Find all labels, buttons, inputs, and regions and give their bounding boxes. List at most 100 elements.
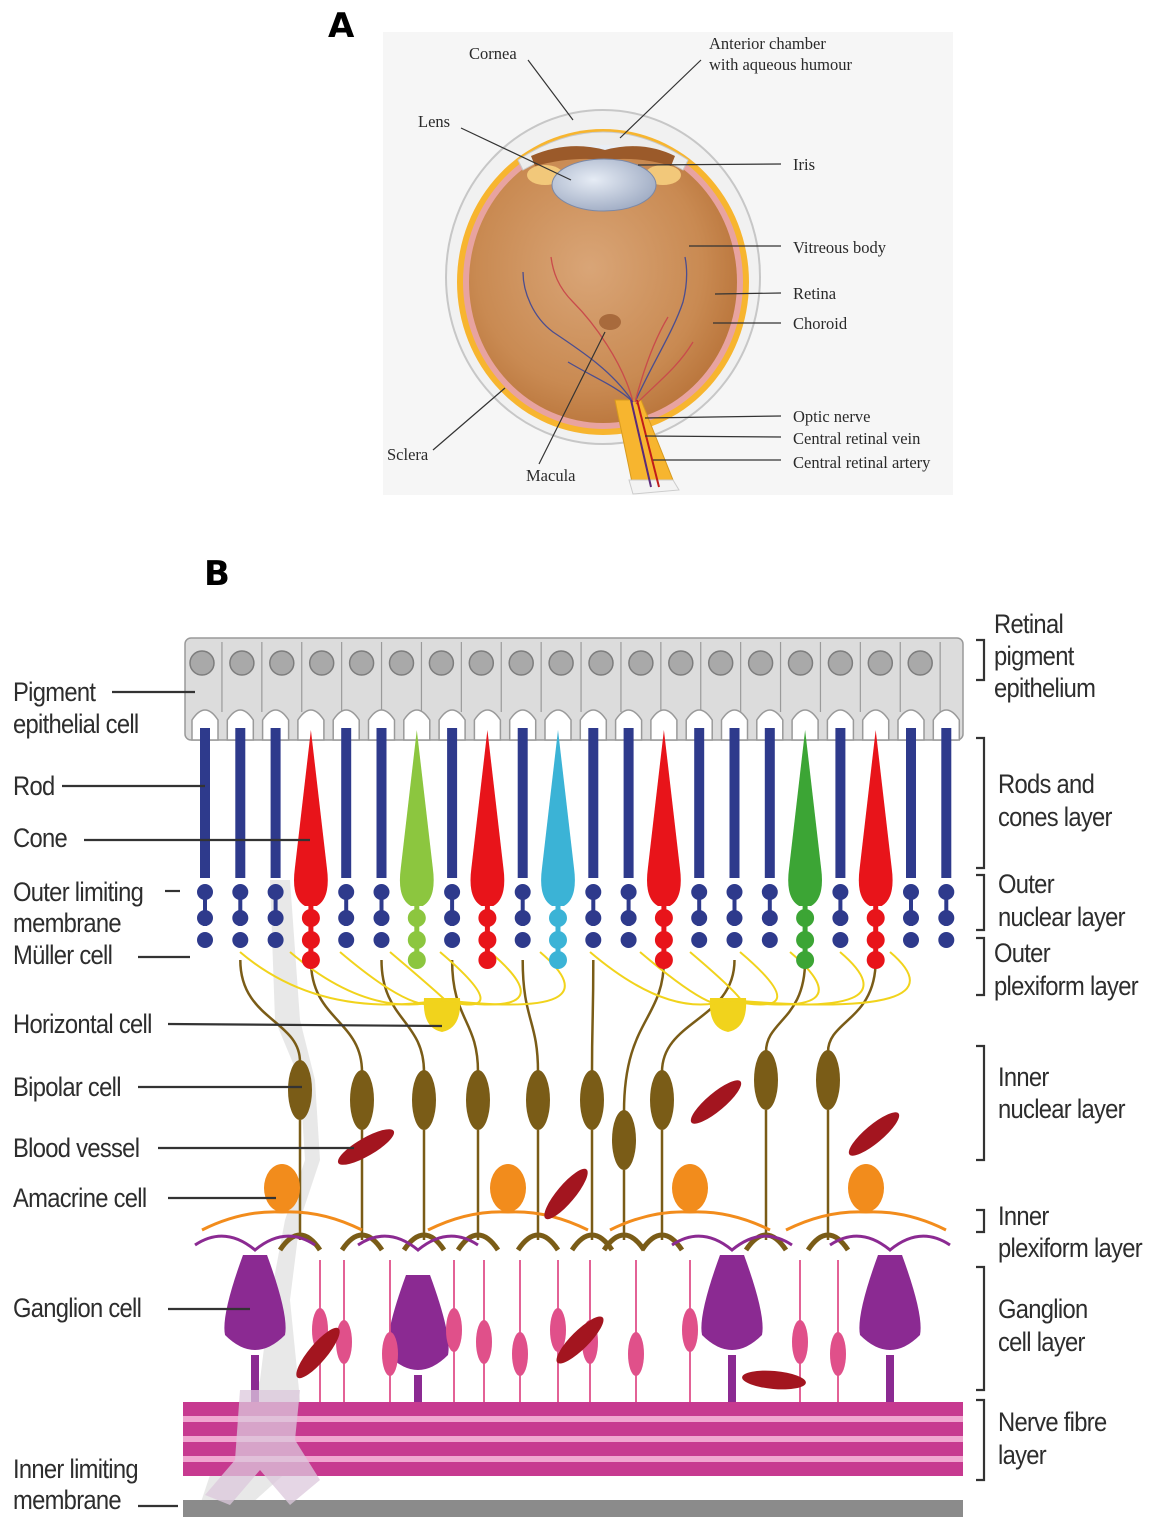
- rod-cell-body: [197, 910, 213, 926]
- label-amacrine-cell: Amacrine cell: [13, 1182, 146, 1214]
- rod-nucleus: [727, 884, 743, 900]
- label-inner-nuclear-2: nuclear layer: [998, 1093, 1125, 1125]
- label-rods-cones-1: Rods and: [998, 768, 1094, 800]
- cone-inner-segment: [471, 868, 505, 906]
- bipolar-dendrite: [523, 960, 538, 1072]
- label-sclera: Sclera: [387, 444, 428, 465]
- bipolar-terminal: [518, 1235, 558, 1250]
- cone-cell-body: [408, 931, 426, 949]
- amacrine-process: [202, 1212, 362, 1230]
- rod-outer-segment: [730, 728, 740, 878]
- label-pigment-epithelial-cell-2: epithelial cell: [13, 708, 138, 740]
- label-central-retinal-vein: Central retinal vein: [793, 428, 920, 449]
- label-choroid: Choroid: [793, 313, 847, 334]
- ganglion-dendrite: [672, 1236, 792, 1250]
- rod-cell-body: [832, 910, 848, 926]
- rod-outer-segment: [518, 728, 528, 878]
- rod-synapse: [903, 932, 919, 948]
- cone-cell-body: [302, 931, 320, 949]
- rod-nucleus: [621, 884, 637, 900]
- rod-nucleus: [444, 884, 460, 900]
- rod-nucleus: [268, 884, 284, 900]
- blood-vessel-shape: [686, 1075, 747, 1130]
- label-cornea: Cornea: [469, 43, 517, 64]
- cone-cell-body: [549, 931, 567, 949]
- label-outer-nuclear-2: nuclear layer: [998, 901, 1125, 933]
- rod-outer-segment: [200, 728, 210, 878]
- cone-outer-segment: [471, 730, 503, 868]
- rod-cell-body: [515, 910, 531, 926]
- retinal-layers-panel: Pigment epithelial cell Rod Cone Outer l…: [0, 600, 1163, 1517]
- panel-b-letter: B: [204, 554, 230, 594]
- bipolar-cell-body: [412, 1070, 436, 1130]
- rod-nucleus: [374, 884, 390, 900]
- rod-cell-body: [268, 910, 284, 926]
- rod-synapse: [197, 932, 213, 948]
- rod-synapse: [938, 932, 954, 948]
- rod-nucleus: [197, 884, 213, 900]
- label-inner-nuclear-1: Inner: [998, 1061, 1049, 1093]
- rpe-nucleus: [350, 651, 374, 675]
- bipolar-cell-body: [466, 1070, 490, 1130]
- cone-pedicle: [796, 951, 814, 969]
- label-nerve-fibre-2: layer: [998, 1439, 1046, 1471]
- label-anterior-chamber: Anterior chamber: [709, 33, 826, 54]
- rod-synapse: [232, 932, 248, 948]
- amacrine-process: [610, 1212, 770, 1230]
- rod-outer-segment: [447, 728, 457, 878]
- rod-nucleus: [338, 884, 354, 900]
- label-rpe-3: epithelium: [994, 672, 1095, 704]
- amacrine-cell-body: [264, 1164, 300, 1212]
- rod-nucleus: [832, 884, 848, 900]
- eye-cross-section-panel: Cornea Anterior chamber with aqueous hum…: [383, 32, 953, 495]
- cone-cell-body: [655, 931, 673, 949]
- bipolar-cell-body: [288, 1060, 312, 1120]
- cone-outer-segment: [401, 730, 433, 868]
- cone-outer-segment: [789, 730, 821, 868]
- rod-synapse: [268, 932, 284, 948]
- label-outer-limiting-membrane-1: Outer limiting: [13, 876, 143, 908]
- macula-shape: [599, 314, 621, 330]
- rod-outer-segment: [624, 728, 634, 878]
- label-rods-cones-2: cones layer: [998, 801, 1112, 833]
- label-pigment-epithelial-cell-1: Pigment: [13, 676, 95, 708]
- rod-cell-body: [444, 910, 460, 926]
- cone-inner-segment: [400, 868, 434, 906]
- photoreceptor-cells: [197, 728, 954, 969]
- rod-cell-body: [232, 910, 248, 926]
- rpe-nucleus: [549, 651, 573, 675]
- bipolar-cell-body: [754, 1050, 778, 1110]
- cone-inner-segment: [541, 868, 575, 906]
- label-macula: Macula: [526, 465, 575, 486]
- cone-pedicle: [867, 951, 885, 969]
- rpe-nucleus: [509, 651, 533, 675]
- rpe-nucleus: [270, 651, 294, 675]
- rod-cell-body: [338, 910, 354, 926]
- rod-outer-segment: [588, 728, 598, 878]
- amacrine-process: [786, 1212, 946, 1230]
- cone-pedicle: [478, 951, 496, 969]
- rod-synapse: [515, 932, 531, 948]
- rod-outer-segment: [765, 728, 775, 878]
- rod-nucleus: [762, 884, 778, 900]
- layer-brackets: [976, 640, 984, 1480]
- rod-synapse: [338, 932, 354, 948]
- rod-synapse: [691, 932, 707, 948]
- rod-nucleus: [691, 884, 707, 900]
- rod-outer-segment: [941, 728, 951, 878]
- retina-layers-diagram: [0, 600, 1163, 1517]
- bipolar-cell-body: [650, 1070, 674, 1130]
- rpe-nucleus: [709, 651, 733, 675]
- rod-outer-segment: [377, 728, 387, 878]
- rod-nucleus: [515, 884, 531, 900]
- cone-inner-segment: [294, 868, 328, 906]
- rod-cell-body: [762, 910, 778, 926]
- label-rod: Rod: [13, 770, 54, 802]
- cone-outer-segment: [648, 730, 680, 868]
- bipolar-cell-body: [580, 1070, 604, 1130]
- bipolar-dendrite: [592, 960, 593, 1072]
- inner-limiting-membrane-band: [183, 1500, 963, 1517]
- panel-a-letter: A: [328, 6, 354, 46]
- label-muller-cell: Müller cell: [13, 939, 112, 971]
- rod-synapse: [727, 932, 743, 948]
